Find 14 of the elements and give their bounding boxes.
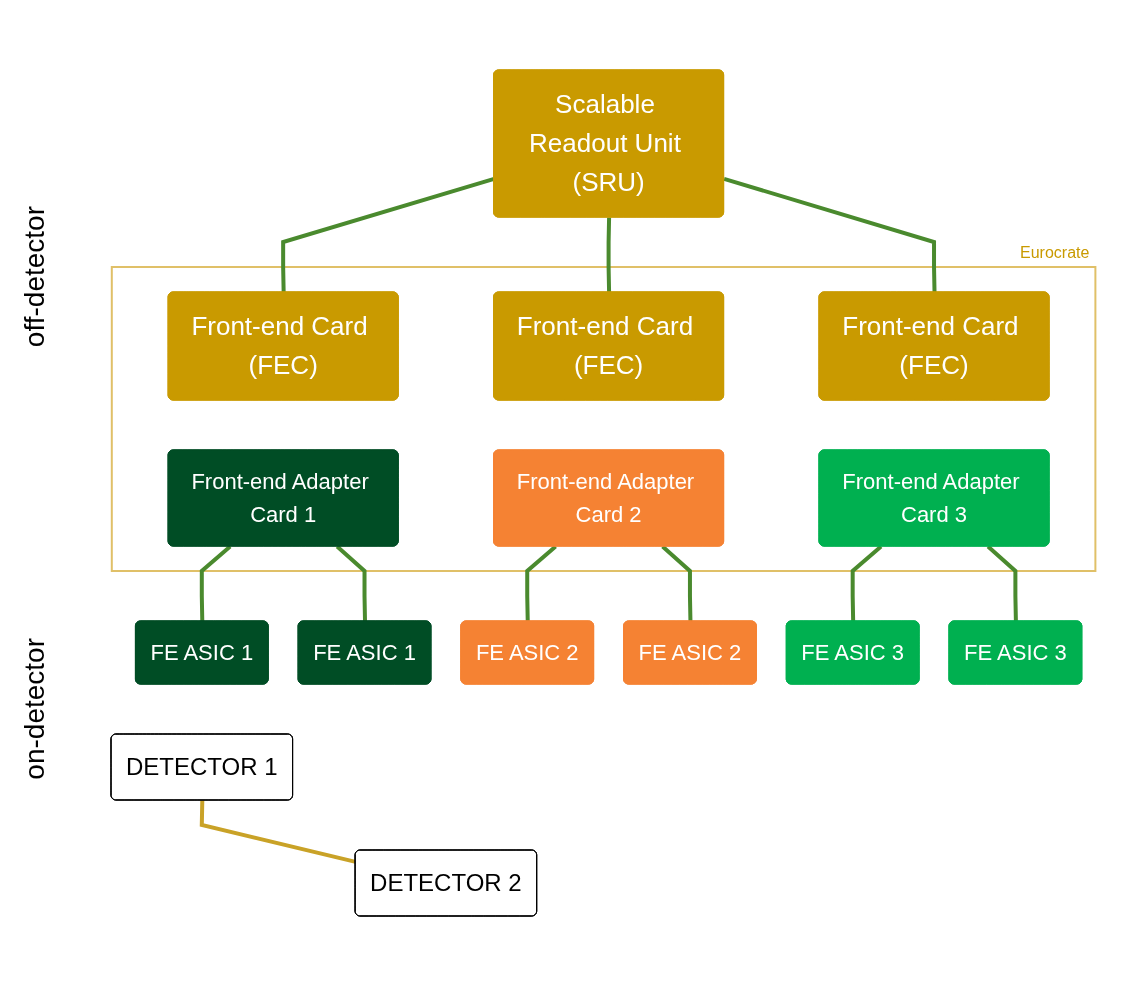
region-label: off-detector — [19, 205, 51, 347]
connector — [199, 799, 356, 864]
connector — [986, 544, 1018, 622]
cluster — [110, 265, 1097, 572]
connector — [723, 176, 937, 293]
connector — [199, 544, 232, 622]
node-label: Eurocrate — [1019, 243, 1090, 261]
connector — [335, 544, 367, 622]
connector — [280, 176, 495, 293]
connector — [850, 544, 883, 622]
connector — [661, 544, 693, 622]
region-label: on-detector — [19, 637, 51, 780]
connector — [525, 544, 557, 622]
connector — [606, 216, 611, 293]
